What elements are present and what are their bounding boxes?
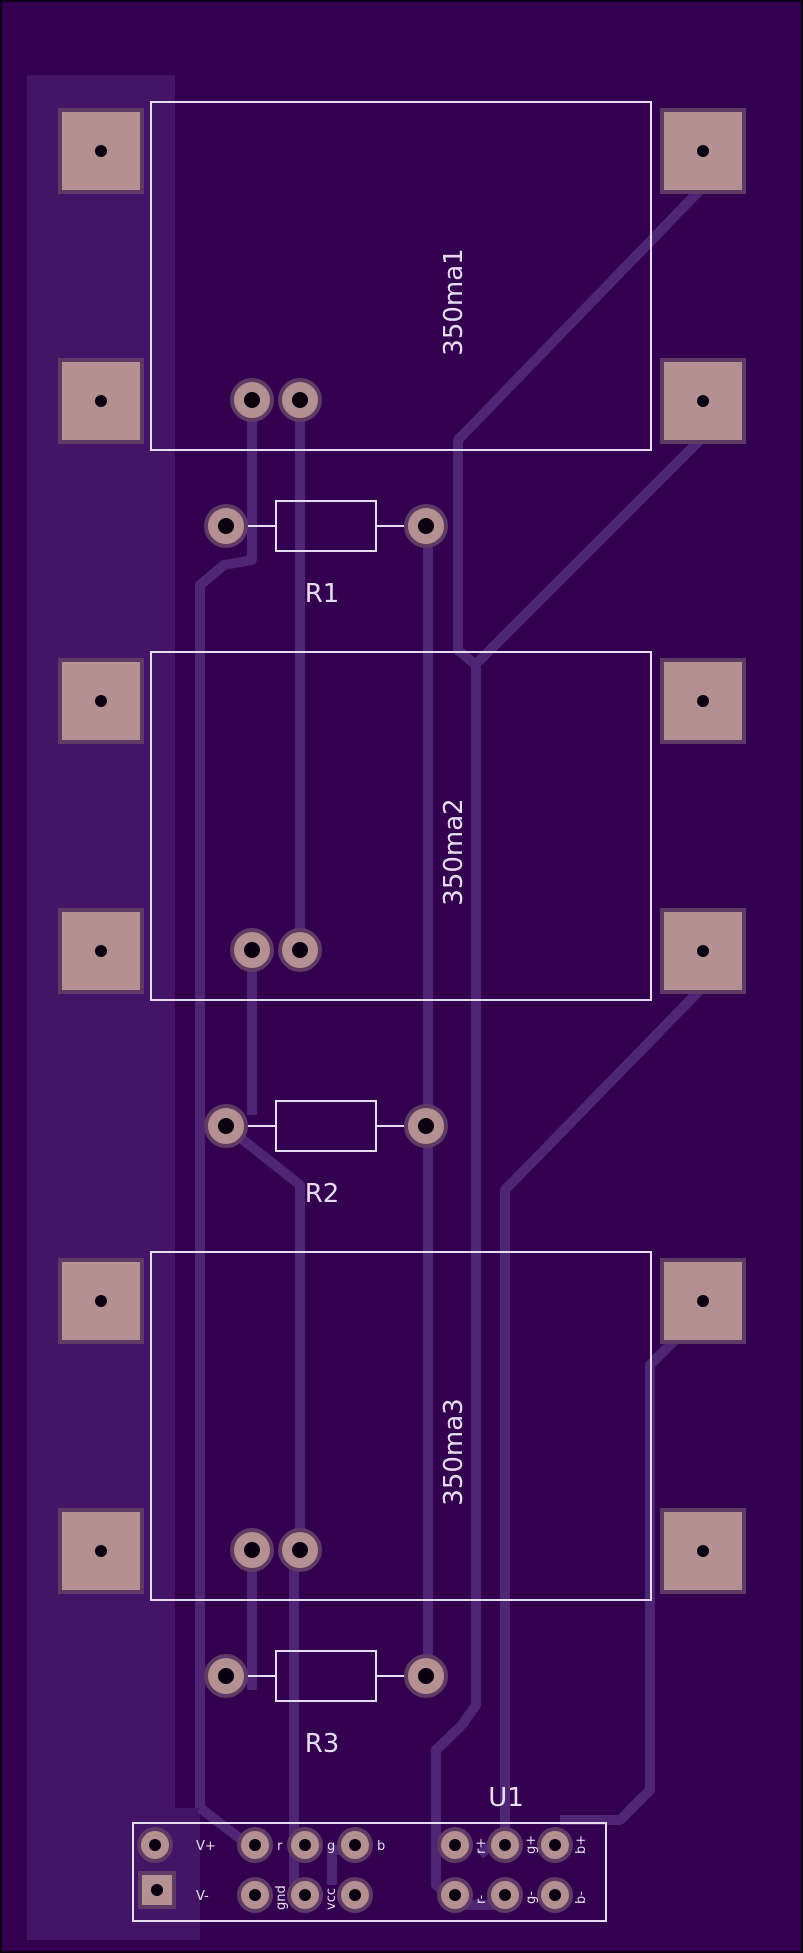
pin-label-b: b: [377, 1839, 385, 1854]
pin-label-vplus: V+: [196, 1839, 216, 1854]
connector-outline-u1: [132, 1822, 607, 1922]
module-outline-350ma2: [150, 651, 652, 1001]
pin-label-bminus: b-: [574, 1891, 589, 1904]
module-outline-350ma3: [150, 1251, 652, 1601]
square-pads: [58, 108, 746, 1909]
pin-label-g: g: [327, 1839, 335, 1854]
pin-label-vcc: vcc: [324, 1888, 339, 1910]
module-label-350ma2: 350ma2: [439, 798, 469, 905]
pin-label-rminus: r-: [474, 1894, 489, 1904]
pin-label-gminus: g-: [524, 1891, 539, 1904]
pin-label-r: r: [277, 1839, 283, 1854]
resistor-outlines: [244, 500, 408, 1702]
pin-label-rplus: r+: [474, 1838, 489, 1854]
connector-ref-u1: U1: [488, 1783, 524, 1813]
pin-label-gnd: gnd: [274, 1885, 289, 1910]
pin-label-gplus: g+: [524, 1835, 539, 1854]
module-label-350ma1: 350ma1: [439, 248, 469, 355]
module-outline-350ma1: [150, 101, 652, 451]
resistor-label-r3: R3: [305, 1729, 340, 1759]
resistor-label-r1: R1: [305, 579, 340, 609]
pin-label-vminus: V-: [196, 1889, 209, 1904]
resistor-label-r2: R2: [305, 1179, 340, 1209]
module-label-350ma3: 350ma3: [439, 1398, 469, 1505]
copper-fill-zones: [27, 75, 200, 1940]
drill-holes: [95, 145, 709, 1901]
module-outlines: [150, 101, 652, 1601]
pin-label-bplus: b+: [574, 1835, 589, 1854]
